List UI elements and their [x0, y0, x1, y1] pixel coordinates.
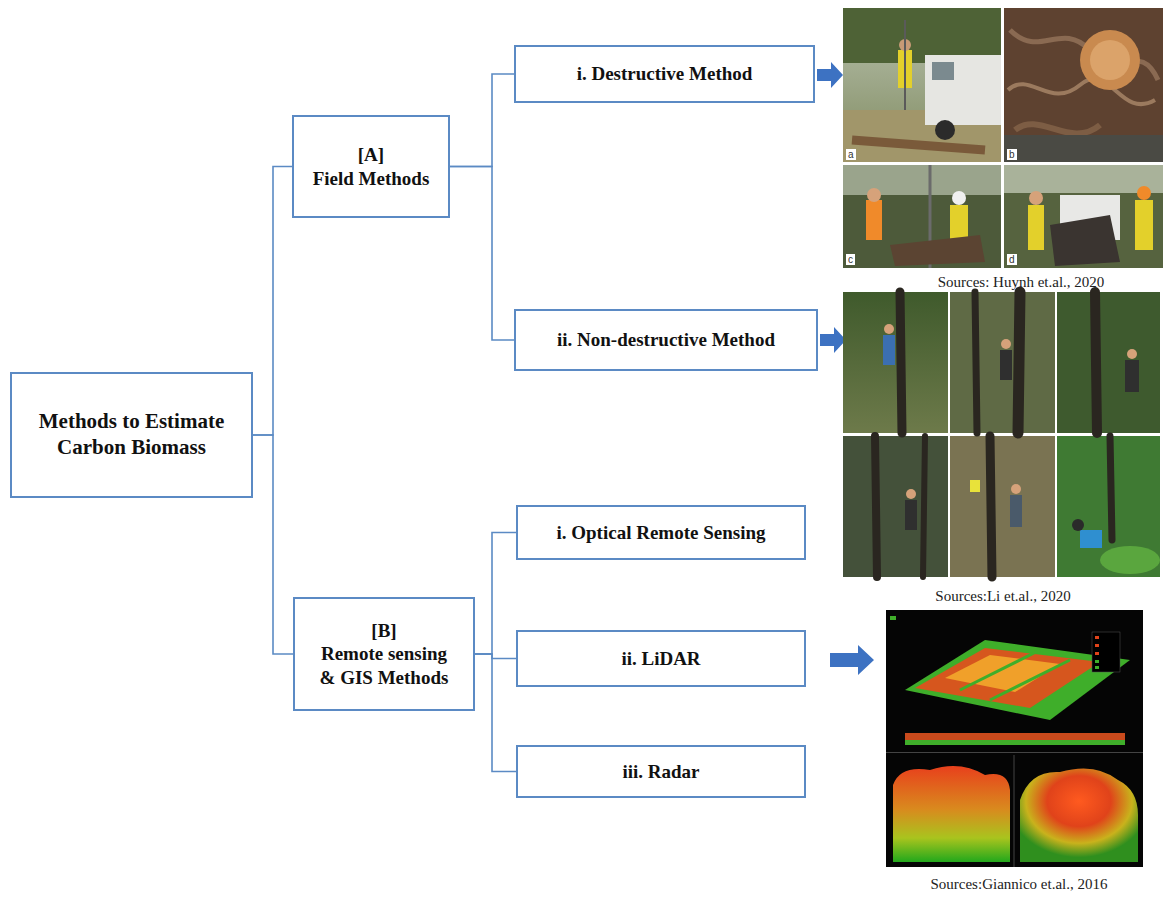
method-box: Methods to Estimate Carbon Biomass	[10, 372, 253, 498]
destructive-photos	[843, 8, 1163, 268]
box-text: Field Methods	[313, 167, 430, 190]
tree-connector	[253, 435, 293, 654]
method-box: ii. LiDAR	[516, 630, 806, 687]
tree-connector	[253, 167, 292, 436]
box-text: ii. LiDAR	[621, 647, 700, 670]
box-text: [A]	[358, 143, 384, 166]
non-destructive-photos	[843, 292, 1160, 577]
tree-connector	[475, 533, 516, 655]
panel-letter: d	[1007, 254, 1017, 265]
source-citation: Sources:Giannico et.al., 2016	[880, 876, 1158, 893]
method-box: iii. Radar	[516, 745, 806, 798]
box-text: [B]	[371, 619, 396, 642]
box-text: Remote sensing & GIS Methods	[315, 642, 453, 688]
panel-letter: a	[846, 149, 856, 160]
panel-letter: b	[1007, 149, 1017, 160]
method-box: [A]Field Methods	[292, 115, 450, 218]
tree-connector	[475, 654, 516, 772]
lidar-point-cloud	[886, 610, 1143, 867]
box-text: i. Optical Remote Sensing	[557, 521, 766, 544]
box-text: i. Destructive Method	[577, 62, 753, 85]
box-text: iii. Radar	[622, 760, 699, 783]
method-box: i. Destructive Method	[514, 45, 815, 103]
tree-connector	[450, 167, 514, 341]
method-box: [B]Remote sensing & GIS Methods	[293, 597, 475, 711]
panel-letter: c	[846, 254, 855, 265]
method-box: ii. Non-destructive Method	[514, 309, 818, 371]
tree-connector	[450, 74, 514, 167]
box-text: ii. Non-destructive Method	[557, 328, 775, 351]
method-box: i. Optical Remote Sensing	[516, 505, 806, 560]
box-text: Methods to Estimate Carbon Biomass	[24, 409, 239, 460]
source-citation: Sources: Huynh et.al., 2020	[880, 274, 1162, 291]
source-citation: Sources:Li et.al., 2020	[870, 588, 1136, 605]
